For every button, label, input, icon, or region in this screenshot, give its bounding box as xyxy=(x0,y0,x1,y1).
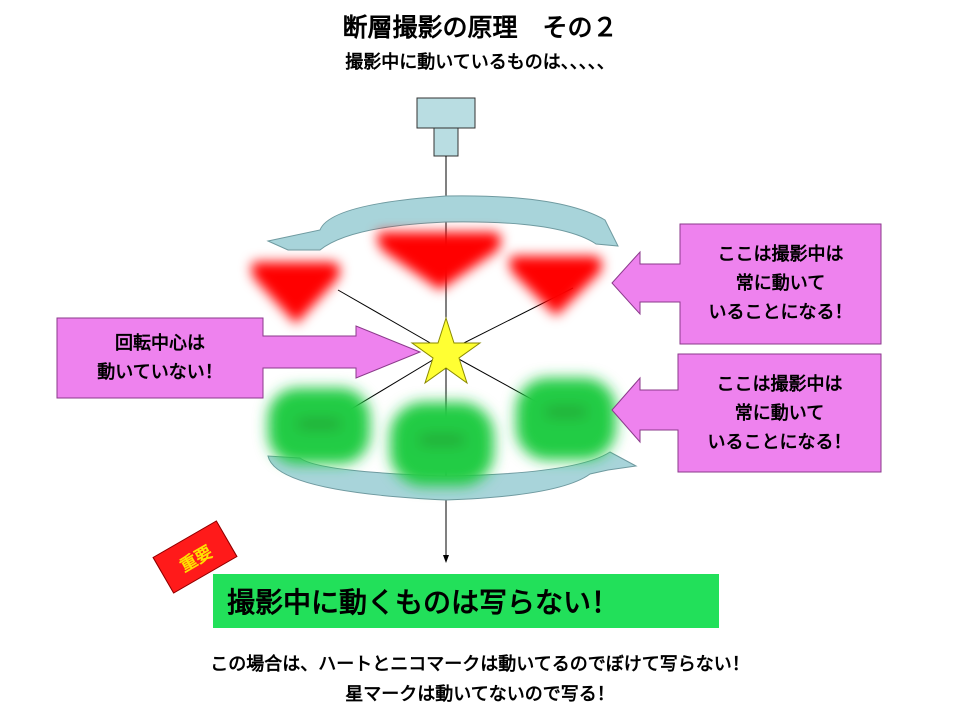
callout-right-bottom xyxy=(611,353,882,473)
callout-right-top-line1: ここは撮影中は xyxy=(717,244,844,265)
heart-icon xyxy=(509,256,602,316)
callout-right-top xyxy=(611,223,882,345)
star-icon xyxy=(410,316,482,385)
callout-right-bottom-line3: いることになる！ xyxy=(707,432,852,453)
heart-icon xyxy=(377,232,501,290)
callout-right-top-line3: いることになる！ xyxy=(708,302,853,323)
footer-line1: この場合は、ハートとニコマークは動いてるのでぼけて写らない！ xyxy=(210,654,750,675)
key-message: 撮影中に動くものは写らない！ xyxy=(227,586,620,619)
heart-icon xyxy=(251,262,340,324)
callout-left-text: 回転中心は 動いていない！ xyxy=(57,329,263,387)
rotation-arrow-icon xyxy=(266,195,619,251)
callout-left-line2: 動いていない！ xyxy=(97,362,223,383)
page-title: 断層撮影の原理 その２ xyxy=(342,13,618,42)
callout-left xyxy=(56,317,422,399)
x-ray-tube-icon xyxy=(416,97,476,157)
callout-right-bottom-text: ここは撮影中は 常に動いて いることになる！ xyxy=(678,370,881,457)
callout-right-bottom-line1: ここは撮影中は xyxy=(716,374,843,395)
smiley-icon xyxy=(516,378,616,460)
callout-right-bottom-line2: 常に動いて xyxy=(734,403,825,424)
callout-left-line1: 回転中心は xyxy=(115,333,205,354)
smiley-icon xyxy=(268,388,370,464)
callout-right-top-line2: 常に動いて xyxy=(735,273,826,294)
footer-line2: 星マークは動いてないので写る！ xyxy=(345,684,615,705)
callout-right-top-text: ここは撮影中は 常に動いて いることになる！ xyxy=(680,240,881,327)
page-subtitle: 撮影中に動いているものは、、、、、 xyxy=(345,52,615,73)
key-message-box: 撮影中に動くものは写らない！ xyxy=(213,574,719,628)
smiley-icon xyxy=(390,402,494,486)
